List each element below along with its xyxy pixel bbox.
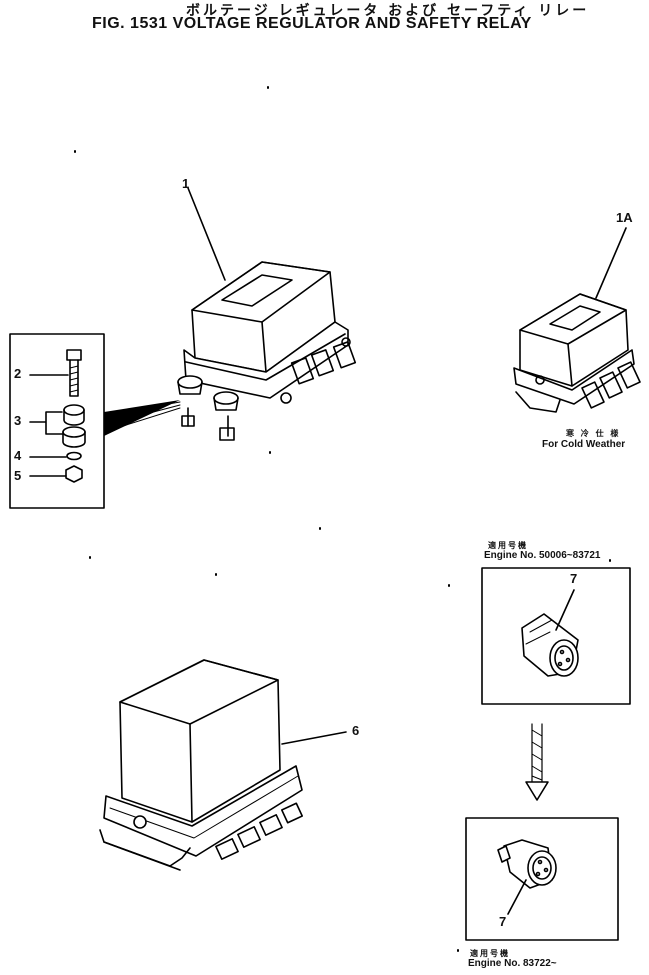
upper-serial-note-jp: 適用号機 — [488, 541, 528, 550]
callout-3: 3 — [14, 413, 22, 428]
callout-7-lower: 7 — [499, 914, 507, 929]
voltage-regulator-part-1a — [513, 293, 641, 413]
callout-5: 5 — [14, 468, 22, 483]
spacer-part-3 — [62, 404, 86, 448]
figure-title: FIG. 1531 VOLTAGE REGULATOR AND SAFETY R… — [92, 15, 532, 32]
connector-inset-upper — [481, 567, 631, 705]
callout-1: 1 — [182, 176, 190, 191]
lower-serial-note: Engine No. 83722~ — [468, 958, 557, 969]
change-arrow — [525, 723, 549, 801]
upper-serial-note: Engine No. 50006~83721 — [484, 550, 601, 561]
connector-part-7-lower — [497, 839, 557, 889]
connector-inset-lower — [465, 817, 619, 941]
voltage-regulator-part-1 — [177, 261, 357, 441]
bolt-part-2 — [66, 349, 82, 397]
callout-4: 4 — [14, 448, 22, 463]
nut-part-5 — [65, 465, 83, 483]
lower-serial-note-jp: 適用号機 — [470, 949, 510, 958]
callout-6: 6 — [352, 723, 360, 738]
callout-2: 2 — [14, 366, 22, 381]
washer-part-4 — [66, 451, 82, 461]
cold-weather-note-jp: 寒 冷 仕 様 — [566, 429, 621, 438]
safety-relay-part-6 — [99, 659, 304, 871]
cold-weather-note: For Cold Weather — [542, 439, 626, 450]
callout-1a: 1A — [616, 210, 633, 225]
callout-7-upper: 7 — [570, 571, 578, 586]
connector-part-7-upper — [521, 613, 579, 677]
figure-title-japanese: ボルテージ レギュレータ および セーフティ リレー — [186, 3, 590, 19]
hardware-inset-box — [9, 333, 105, 509]
